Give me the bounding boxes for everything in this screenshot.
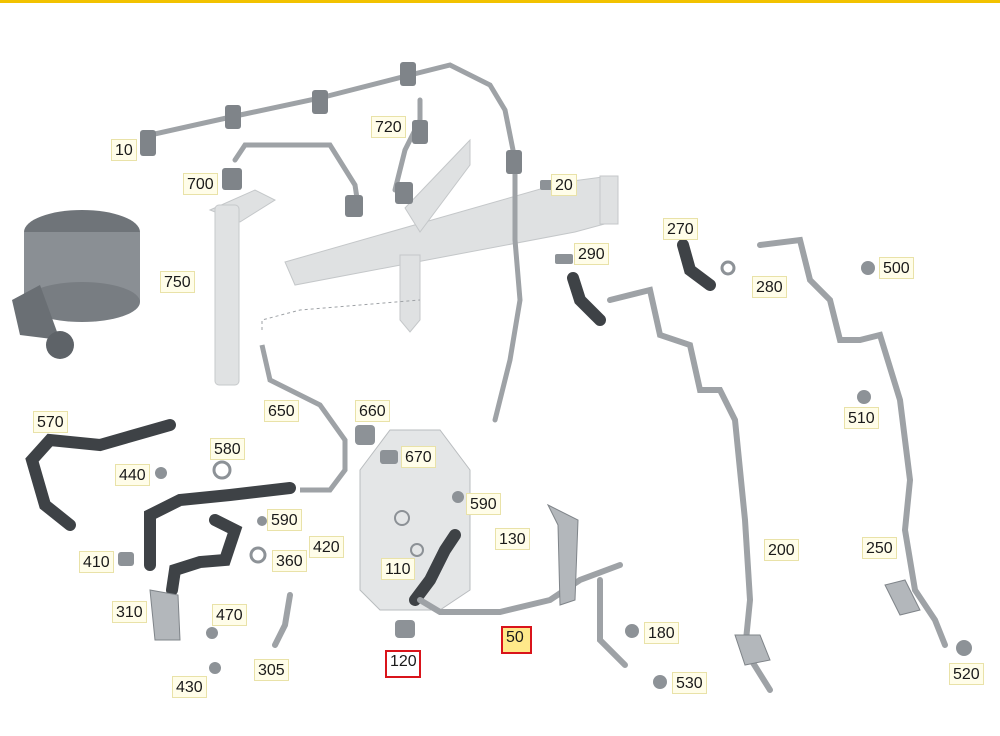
return-line-connectors xyxy=(140,62,522,217)
pipes xyxy=(272,236,948,693)
callout-590-pump[interactable]: 590 xyxy=(466,493,501,515)
callout-650[interactable]: 650 xyxy=(264,400,299,422)
callout-430[interactable]: 430 xyxy=(172,676,207,698)
brackets xyxy=(149,503,921,666)
top-accent-bar xyxy=(0,0,1000,3)
callout-750[interactable]: 750 xyxy=(160,271,195,293)
callout-50[interactable]: 50 xyxy=(501,626,532,654)
callout-250[interactable]: 250 xyxy=(862,537,897,559)
callout-310[interactable]: 310 xyxy=(112,601,147,623)
fuel-filter-750 xyxy=(12,210,140,359)
callout-290[interactable]: 290 xyxy=(574,243,609,265)
callout-470[interactable]: 470 xyxy=(212,604,247,626)
callout-270[interactable]: 270 xyxy=(663,218,698,240)
callout-520[interactable]: 520 xyxy=(949,663,984,685)
callout-410[interactable]: 410 xyxy=(79,551,114,573)
callout-660[interactable]: 660 xyxy=(355,400,390,422)
pipe-650 xyxy=(259,344,348,493)
callout-570[interactable]: 570 xyxy=(33,411,68,433)
callout-305[interactable]: 305 xyxy=(254,659,289,681)
callout-130[interactable]: 130 xyxy=(495,528,530,550)
callout-120[interactable]: 120 xyxy=(385,650,421,678)
callout-420[interactable]: 420 xyxy=(309,536,344,558)
callout-590-left[interactable]: 590 xyxy=(267,509,302,531)
callout-200[interactable]: 200 xyxy=(764,539,799,561)
callout-10[interactable]: 10 xyxy=(111,139,137,161)
callout-700[interactable]: 700 xyxy=(183,173,218,195)
injector-700 xyxy=(214,204,240,386)
callout-500[interactable]: 500 xyxy=(879,257,914,279)
callout-530[interactable]: 530 xyxy=(672,672,707,694)
fuel-rail-assembly xyxy=(208,138,619,333)
callout-360[interactable]: 360 xyxy=(272,550,307,572)
callout-440[interactable]: 440 xyxy=(115,464,150,486)
callout-510[interactable]: 510 xyxy=(844,407,879,429)
callout-280[interactable]: 280 xyxy=(752,276,787,298)
callout-110[interactable]: 110 xyxy=(381,558,415,580)
callout-580[interactable]: 580 xyxy=(210,438,245,460)
callout-20[interactable]: 20 xyxy=(551,174,577,196)
hoses xyxy=(25,239,716,606)
callout-720[interactable]: 720 xyxy=(371,116,406,138)
callout-180[interactable]: 180 xyxy=(644,622,679,644)
callout-670[interactable]: 670 xyxy=(401,446,436,468)
leader-dashed xyxy=(261,299,421,330)
